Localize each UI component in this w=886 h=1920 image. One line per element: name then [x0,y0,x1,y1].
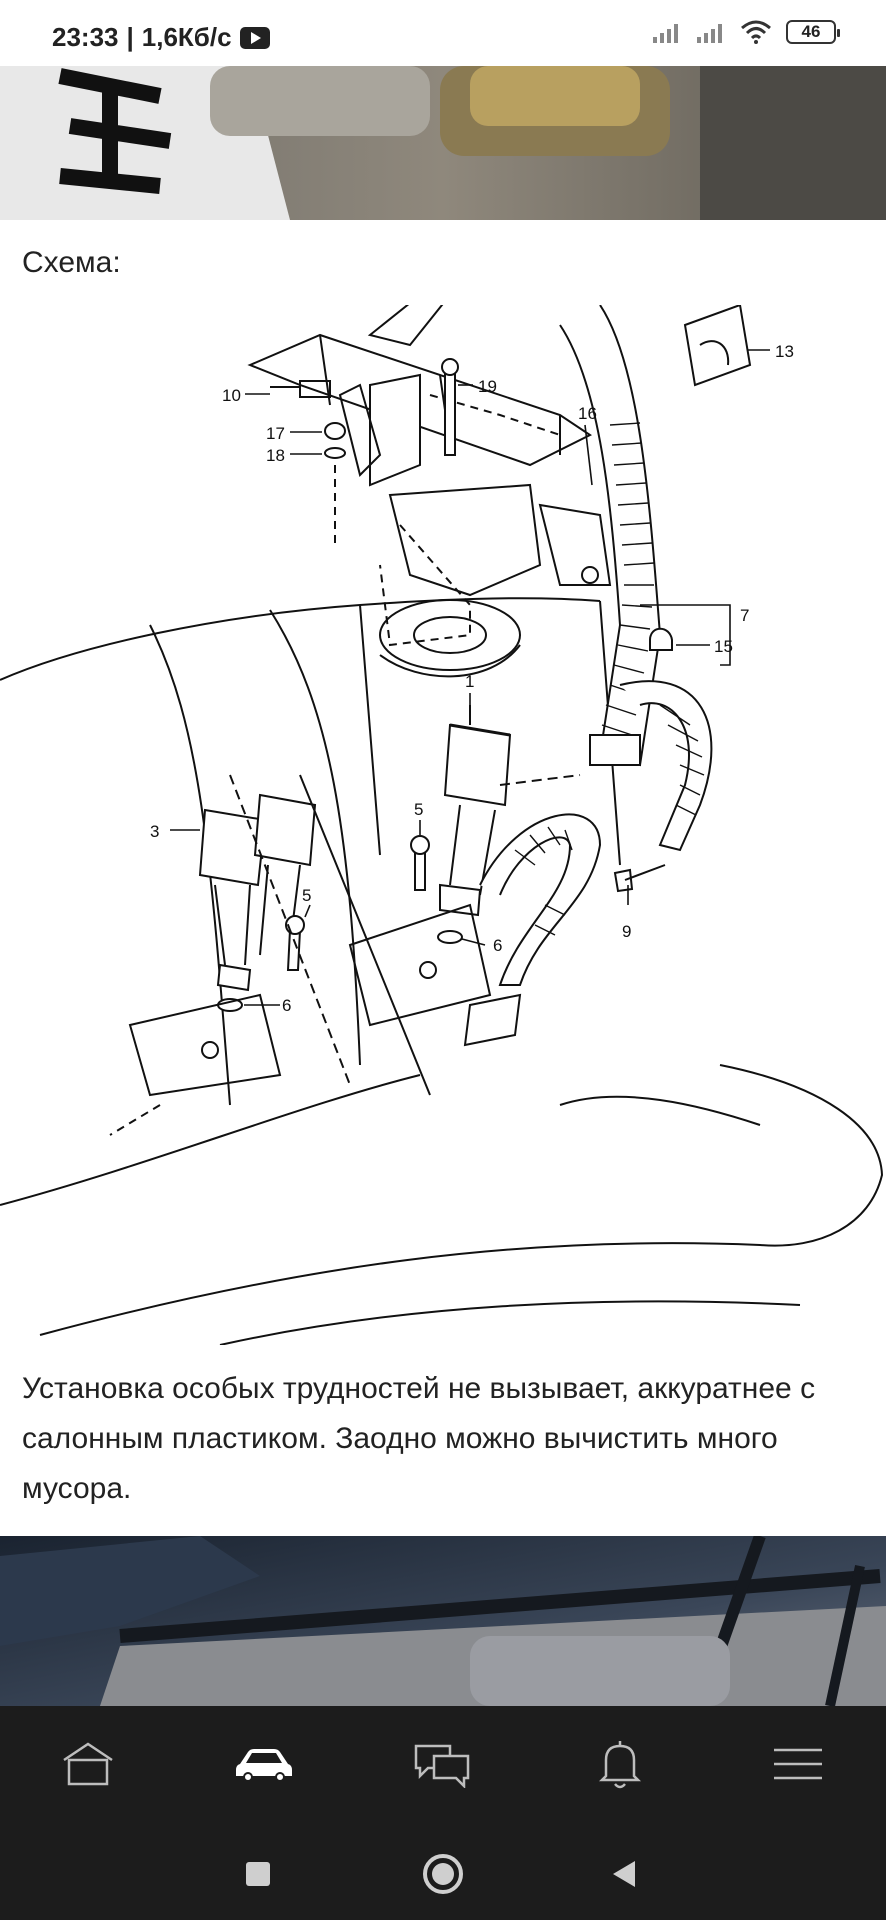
nav-chat[interactable] [412,1736,472,1792]
buckle-3-left [198,808,267,887]
youtube-notification-icon [239,26,270,49]
bell-icon [598,1741,642,1789]
car-icon [236,1749,292,1782]
bolt-5-left [286,929,302,971]
recents-icon [246,1862,270,1886]
anchor-bracket [388,483,542,597]
callout-5-right: 5 [414,800,423,819]
callout-6-right: 6 [493,936,502,955]
nav-menu[interactable] [768,1736,828,1792]
floor-bracket-left [128,993,282,1097]
battery-icon: 46 [786,20,840,44]
washer-6-right [437,930,463,944]
bolt-19 [444,369,456,456]
back-button[interactable] [596,1846,652,1902]
wifi-icon [741,20,771,44]
callout-10: 10 [222,386,241,405]
floor-bracket-right [348,903,492,1027]
bottom-nav-bar [0,1706,886,1824]
callout-18: 18 [266,446,285,465]
nav-car[interactable] [234,1736,294,1792]
nav-home[interactable] [58,1736,118,1792]
callout-13: 13 [775,342,794,361]
belt-guide-13 [683,303,752,387]
schema-label: Схема: [22,246,121,279]
bolt-5-right [414,849,426,891]
callout-19: 19 [478,377,497,396]
nav-notifications[interactable] [590,1736,650,1792]
bolt-10 [270,380,331,398]
callout-5-left: 5 [302,886,311,905]
callout-1: 1 [465,672,474,691]
callout-3: 3 [150,822,159,841]
battery-level: 46 [801,22,821,41]
menu-icon [774,1748,822,1780]
status-right: 46 [652,20,840,44]
bolt-9 [613,864,666,893]
seat-cushion [39,1064,884,1336]
callout-17: 17 [266,424,285,443]
upper-belt-strap [367,294,453,347]
chat-icon [414,1744,470,1788]
cap-15 [649,627,673,651]
article-paragraph: Установка особых трудностей не вызывает,… [22,1372,816,1505]
callout-9: 9 [622,922,631,941]
retractor-mount [369,373,421,487]
callout-15: 15 [714,637,733,656]
buckle-1 [443,723,512,807]
status-bar: 23:33 | 1,6Кб/с 46 [0,0,886,66]
article-photo-top [0,66,886,220]
home-icon [63,1742,113,1786]
buckle-3-right [253,793,317,867]
back-icon [613,1861,635,1887]
callout-7: 7 [740,606,749,625]
callout-16: 16 [578,404,597,423]
home-circle-icon [423,1854,463,1894]
signal-icon-2 [697,24,722,43]
system-home-button[interactable] [415,1846,471,1902]
seatbelt-diagram: 10 11 17 18 19 13 16 7 15 1 3 5 5 6 6 9 [0,270,886,1346]
status-left: 23:33 | 1,6Кб/с [52,22,270,53]
network-speed: 1,6Кб/с [141,22,232,52]
washer-18 [324,447,346,459]
center-lap-belt [479,813,602,986]
article-photo-bottom [0,1536,886,1706]
system-nav-bar [0,1824,886,1920]
signal-icon-1 [653,24,678,43]
callout-6-left: 6 [282,996,291,1015]
separator: | [126,22,134,52]
clock: 23:33 [52,22,119,52]
nut-17 [324,422,346,440]
recents-button[interactable] [230,1846,286,1902]
seat-backrest [0,597,601,681]
